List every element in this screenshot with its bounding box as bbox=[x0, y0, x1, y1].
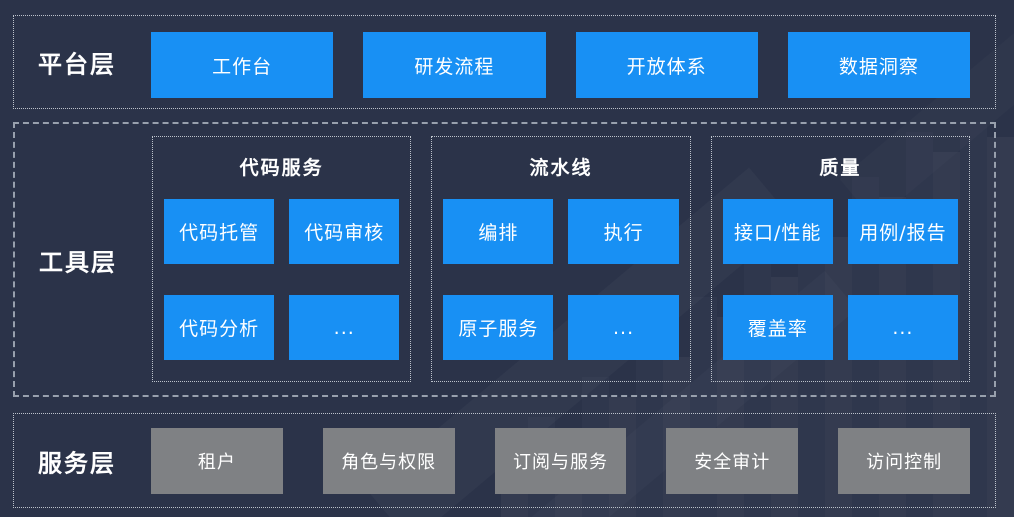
platform-item-open-system: 开放体系 bbox=[575, 32, 758, 98]
group-pipeline-items: 编排 执行 原子服务 ... bbox=[432, 199, 689, 360]
services-layer: 服务层 租户 角色与权限 订阅与服务 安全审计 访问控制 bbox=[13, 413, 996, 508]
platform-item-dev-process: 研发流程 bbox=[363, 32, 546, 98]
tool-item-execution: 执行 bbox=[568, 199, 679, 264]
tool-item-api-performance: 接口/性能 bbox=[722, 199, 833, 264]
group-quality-items: 接口/性能 用例/报告 覆盖率 ... bbox=[712, 199, 969, 360]
service-item-tenant: 租户 bbox=[151, 428, 283, 494]
group-pipeline: 流水线 编排 执行 原子服务 ... bbox=[431, 136, 691, 382]
tool-item-code-review: 代码审核 bbox=[289, 199, 400, 264]
platform-item-data-insight: 数据洞察 bbox=[787, 32, 970, 98]
service-item-roles-permissions: 角色与权限 bbox=[322, 428, 455, 494]
tools-layer-label: 工具层 bbox=[39, 248, 117, 276]
tool-item-code-analysis: 代码分析 bbox=[164, 295, 275, 360]
group-code-services: 代码服务 代码托管 代码审核 代码分析 ... bbox=[152, 136, 412, 382]
group-quality: 质量 接口/性能 用例/报告 覆盖率 ... bbox=[710, 136, 970, 382]
platform-items: 工作台 研发流程 开放体系 数据洞察 bbox=[151, 32, 970, 98]
group-code-services-items: 代码托管 代码审核 代码分析 ... bbox=[153, 199, 410, 360]
platform-item-workbench: 工作台 bbox=[151, 32, 334, 98]
service-item-access-control: 访问控制 bbox=[838, 428, 970, 494]
services-items: 租户 角色与权限 订阅与服务 安全审计 访问控制 bbox=[151, 428, 970, 494]
tool-item-orchestration: 编排 bbox=[443, 199, 554, 264]
service-item-subscription: 订阅与服务 bbox=[494, 428, 627, 494]
group-pipeline-title: 流水线 bbox=[529, 157, 593, 179]
group-quality-title: 质量 bbox=[819, 157, 862, 179]
platform-layer-label: 平台层 bbox=[38, 50, 116, 79]
tool-item-code-more: ... bbox=[289, 295, 400, 360]
tool-item-case-report: 用例/报告 bbox=[847, 199, 958, 264]
group-code-services-title: 代码服务 bbox=[239, 157, 324, 179]
tool-item-coverage: 覆盖率 bbox=[722, 295, 833, 360]
tools-groups: 代码服务 代码托管 代码审核 代码分析 ... 流水线 编排 执行 原子服务 .… bbox=[152, 136, 970, 382]
tool-item-quality-more: ... bbox=[847, 295, 958, 360]
platform-layer: 平台层 工作台 研发流程 开放体系 数据洞察 bbox=[13, 15, 996, 109]
service-item-security-audit: 安全审计 bbox=[666, 428, 799, 494]
tools-layer: 工具层 代码服务 代码托管 代码审核 代码分析 ... 流水线 编排 执行 原子… bbox=[13, 122, 996, 397]
services-layer-label: 服务层 bbox=[38, 449, 116, 477]
tool-item-pipeline-more: ... bbox=[568, 295, 679, 360]
tool-item-atomic-services: 原子服务 bbox=[443, 295, 554, 360]
tool-item-code-hosting: 代码托管 bbox=[164, 199, 275, 264]
